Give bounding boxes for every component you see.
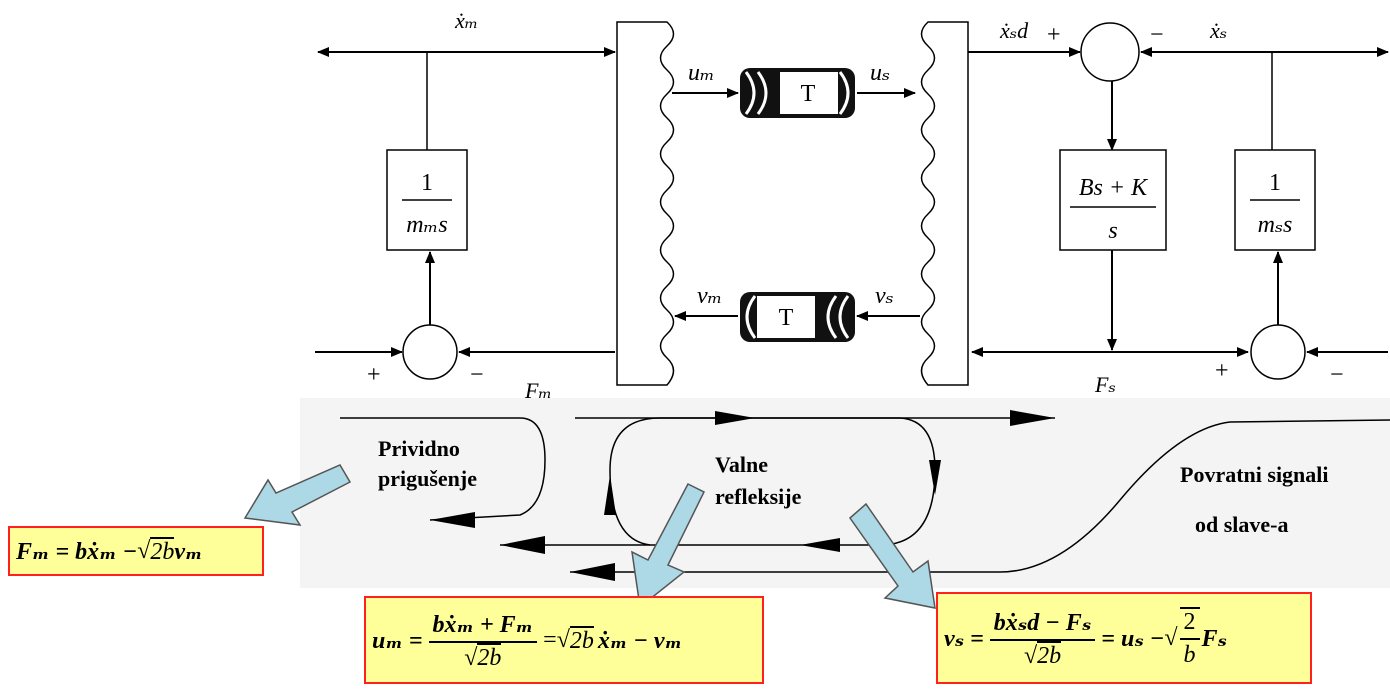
- bottom-delay-label: T: [779, 305, 794, 331]
- vs-fraction: bẋₛd − Fₛ √2b: [989, 607, 1096, 670]
- prividno-line2: prigušenje: [378, 466, 477, 491]
- vs-sqrt-numerator: 2: [1179, 609, 1200, 640]
- master-block-numerator: 1: [421, 170, 433, 196]
- xsd-label: ẋₛd: [999, 18, 1029, 43]
- damping-loop-arrowhead: [430, 512, 475, 528]
- xm-label: ẋₘ: [455, 8, 479, 33]
- valne-callout-arrow: [631, 483, 706, 609]
- sqrt-symbol: √: [1023, 642, 1038, 669]
- controller-block: [1059, 149, 1167, 251]
- prividno-callout-arrow: [243, 464, 352, 526]
- sqrt-symbol: √: [1164, 624, 1178, 651]
- slave-wave-transformer: [920, 21, 969, 386]
- reflection-up-arrowhead: [604, 475, 616, 515]
- slave-block-denominator: mₛs: [1258, 212, 1293, 238]
- um-fraction: bẋₘ + Fₘ √2b: [428, 609, 538, 672]
- vs-equation-mid: = uₛ −: [1101, 626, 1165, 652]
- reflection-bottom-arrowhead: [800, 538, 840, 552]
- sqrt-symbol: √: [464, 644, 478, 671]
- slave-return-path: [570, 419, 1390, 573]
- vs-equation-box: vₛ = bẋₛd − Fₛ √2b = uₛ − √ 2 b Fₛ: [936, 592, 1312, 684]
- sqrt-symbol: √: [137, 537, 151, 564]
- top-summing-junction: [1080, 22, 1140, 82]
- um-den-sqrt-arg: 2b: [477, 642, 502, 671]
- um-equation-box: uₘ = bẋₘ + Fₘ √2b = √ 2b ẋₘ − vₘ: [364, 596, 764, 684]
- vm-label: vₘ: [697, 283, 722, 309]
- valne-line1: Valne: [715, 452, 768, 477]
- right-sum-plus: +: [1215, 358, 1229, 384]
- top-delay-block: T: [740, 68, 855, 118]
- reflection-down-arrowhead: [929, 460, 941, 495]
- povratni-callout-arrow: [848, 502, 936, 609]
- left-sum-plus: +: [367, 362, 381, 388]
- right-sum-minus: −: [1330, 362, 1344, 388]
- controller-denominator: s: [1108, 218, 1117, 244]
- fm-equation-lhs: Fₘ = bẋₘ −: [16, 539, 138, 565]
- top-delay-label: T: [801, 81, 816, 107]
- prividno-line1: Prividno: [378, 436, 460, 461]
- slave-dynamics-block: [1234, 149, 1316, 251]
- vs-den-sqrt-arg: 2b: [1037, 640, 1062, 669]
- vs-fraction-numerator: bẋₛd − Fₛ: [989, 607, 1096, 641]
- left-summing-junction: [402, 324, 458, 380]
- fs-label: Fₛ: [1094, 372, 1116, 397]
- um-equation-mid: =: [543, 626, 557, 653]
- um-sqrt-arg: 2b: [569, 625, 594, 654]
- master-wave-transformer: [616, 21, 675, 386]
- povratni-line2: od slave-a: [1195, 512, 1289, 537]
- top-sum-plus: +: [1047, 22, 1061, 48]
- damping-loop-path: [340, 417, 546, 521]
- um-label: uₘ: [688, 60, 715, 86]
- um-equation-lhs: uₘ =: [372, 628, 423, 654]
- fm-sqrt-arg: 2b: [150, 536, 175, 565]
- sqrt-symbol: √: [556, 626, 570, 653]
- vs-label: vₛ: [875, 283, 894, 309]
- return-arrowhead-1: [500, 536, 545, 554]
- slave-block-numerator: 1: [1269, 170, 1281, 196]
- vs-sqrt-fraction: 2 b: [1179, 607, 1200, 669]
- left-sum-minus: −: [470, 362, 484, 388]
- fm-equation-box: Fₘ = bẋₘ − √ 2b vₘ: [8, 526, 264, 576]
- um-fraction-numerator: bẋₘ + Fₘ: [428, 609, 538, 643]
- wave-forward-arrowhead: [1010, 410, 1055, 426]
- controller-numerator: Bs + K: [1079, 175, 1149, 201]
- top-sum-minus: −: [1150, 22, 1164, 48]
- um-fraction-denominator: √2b: [460, 642, 505, 672]
- xs-label: ẋₛ: [1209, 18, 1227, 43]
- wave-flow-background: [300, 398, 1390, 588]
- return-arrowhead-2: [570, 563, 615, 581]
- fm-equation-tail: vₘ: [174, 539, 203, 565]
- um-equation-tail: ẋₘ − vₘ: [597, 628, 683, 654]
- master-block-denominator: mₘs: [406, 212, 447, 238]
- bottom-delay-block: T: [740, 292, 855, 342]
- vs-equation-lhs: vₛ =: [944, 626, 984, 652]
- vs-equation-tail: Fₛ: [1201, 626, 1227, 652]
- vs-fraction-denominator: √2b: [1020, 640, 1065, 670]
- right-summing-junction: [1250, 324, 1306, 380]
- valne-line2: refleksije: [715, 484, 802, 509]
- povratni-line1: Povratni signali: [1180, 462, 1329, 487]
- us-label: uₛ: [870, 60, 890, 86]
- vs-sqrt-denominator: b: [1183, 642, 1196, 668]
